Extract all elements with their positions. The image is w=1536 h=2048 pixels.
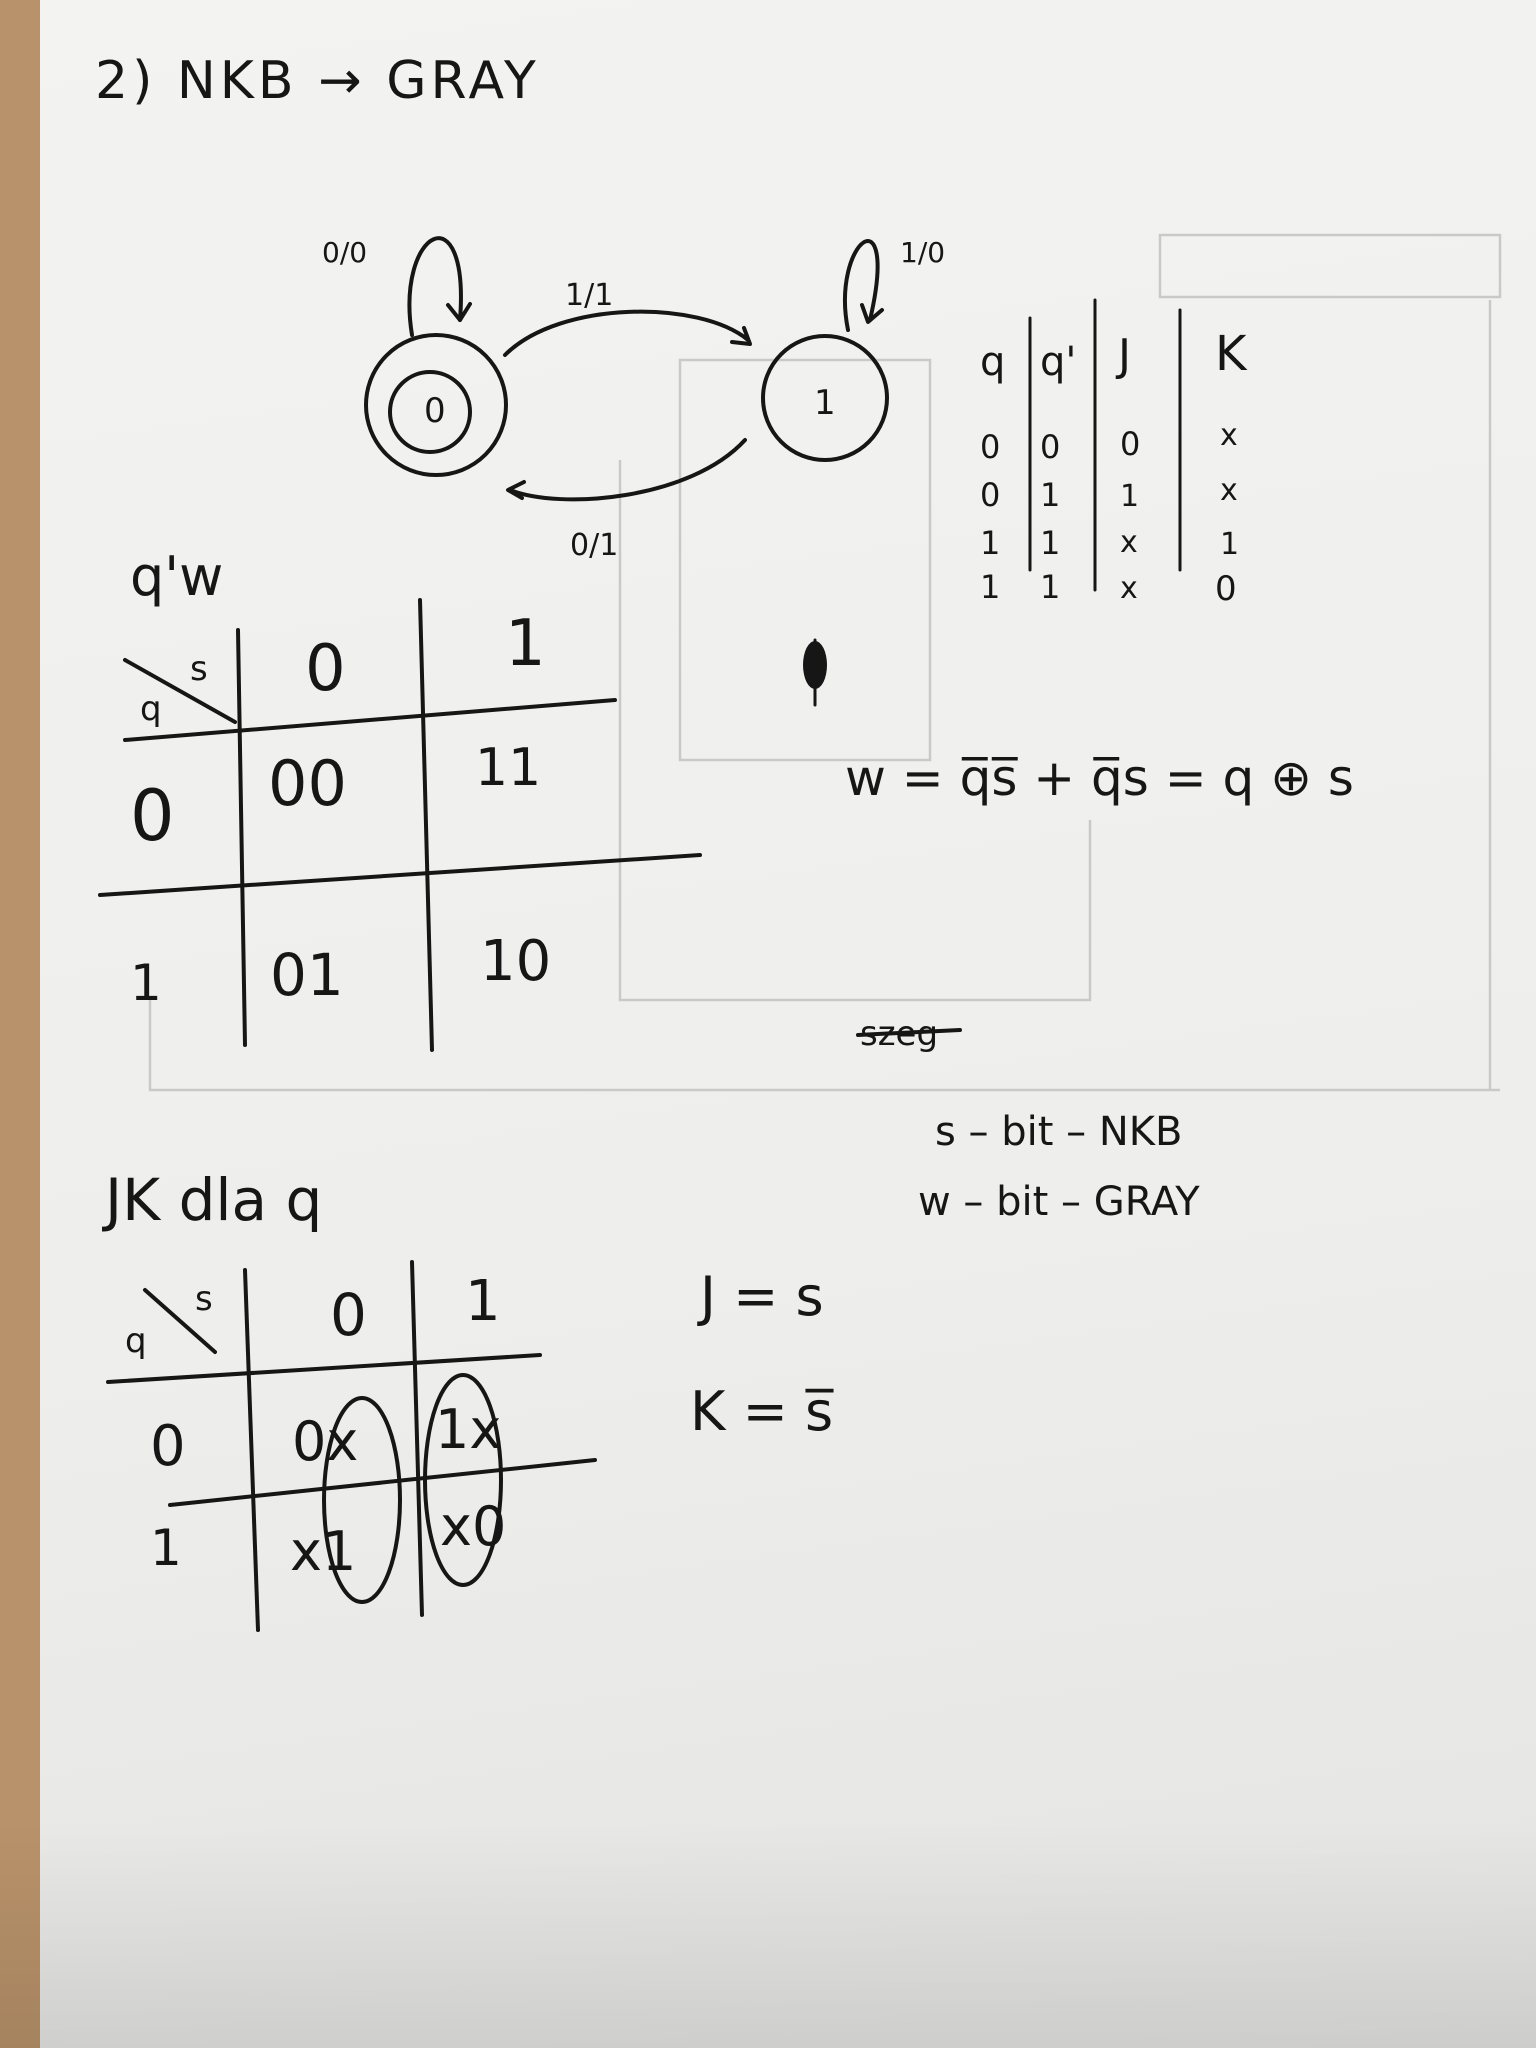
kmap-jk-group-loop-j: [322, 1396, 402, 1604]
kmap-qw-cell: 10: [480, 929, 551, 994]
kmap-jk-col-var: s: [195, 1279, 213, 1319]
kmap-jk-col-header: 0: [330, 1281, 367, 1349]
transition-0-to-1-label: 1/1: [565, 278, 613, 313]
equation-k: K = s̅: [690, 1380, 834, 1443]
self-loop-1-label: 1/0: [900, 236, 945, 269]
kmap-qw-col-var: s: [190, 649, 208, 689]
state-0-circle: [364, 333, 508, 477]
self-loop-0-label: 0/0: [322, 236, 367, 269]
table-cell: 0: [980, 476, 1000, 514]
table-cell: 1: [1040, 568, 1060, 606]
kmap-qw-cell: 11: [475, 738, 541, 798]
equation-j: J = s: [697, 1265, 824, 1328]
kmap-qw: q'w s q 0 1 0 1 00 11 01 10: [98, 545, 702, 1052]
kmap-jk-group-loop-k: [423, 1373, 503, 1587]
table-header-q: q: [980, 339, 1005, 385]
paper-sheet: [40, 0, 1536, 2048]
table-header-qp: q': [1040, 339, 1076, 385]
transition-1-to-0-label: 0/1: [570, 528, 618, 563]
table-cell: x: [1220, 418, 1238, 453]
kmap-jk-row-header: 0: [150, 1414, 186, 1479]
kmap-qw-row-var: q: [140, 689, 162, 729]
kmap-jk-label: JK dla q: [102, 1166, 322, 1234]
kmap-qw-cell: 01: [270, 941, 344, 1009]
kmap-jk-row-header: 1: [150, 1519, 182, 1577]
transition-1-to-0-arrowhead: [506, 480, 526, 500]
table-header-j: J: [1115, 330, 1131, 381]
state-1-circle: [761, 334, 889, 462]
kmap-jk-col-header: 1: [465, 1269, 501, 1334]
transition-1-to-0-arrow: [508, 438, 747, 502]
page-shadow: [0, 1820, 1536, 2048]
kmap-jk-row-var: q: [125, 1321, 147, 1361]
table-cell: 0: [980, 428, 1000, 466]
kmap-qw-col-header: 1: [505, 607, 546, 681]
table-cell: 1: [1220, 527, 1239, 562]
kmap-qw-label: q'w: [130, 545, 223, 608]
kmap-qw-diagonal: [123, 658, 237, 724]
table-cell: x: [1120, 525, 1138, 560]
self-loop-0-arrow: [407, 236, 463, 337]
state-0-label: 0: [424, 391, 446, 431]
table-cell: 1: [1040, 524, 1060, 562]
legend-strike-through: [856, 1028, 962, 1037]
kmap-jk-diagonal: [143, 1288, 217, 1354]
table-cell: 0: [1215, 569, 1237, 609]
kmap-qw-cell: 00: [268, 747, 347, 820]
table-cell: 0: [1120, 425, 1140, 463]
table-cell: 0: [1040, 428, 1060, 466]
table-cell: 1: [1120, 479, 1139, 514]
bleed-through-ghost: [148, 233, 1502, 1092]
kmap-jk: JK dla q s q 0 1 0 1 0x 1x x1 x0: [102, 1166, 597, 1632]
legend-w-line: w – bit – GRAY: [918, 1179, 1200, 1225]
table-cell: x: [1120, 571, 1138, 606]
equation-w: w = q̅s̅ + q̅s = q ⊕ s: [845, 749, 1354, 807]
state-0-inner-circle: [388, 370, 472, 454]
table-header-k: K: [1215, 326, 1248, 382]
kmap-qw-row-header: 1: [130, 954, 162, 1012]
table-cell: x: [1220, 473, 1238, 508]
table-cell: 1: [980, 524, 1000, 562]
page-title: 2) NKB → GRAY: [95, 51, 540, 111]
variable-legend: szeg s – bit – NKB w – bit – GRAY: [856, 1014, 1200, 1225]
table-cell: 1: [980, 568, 1000, 606]
self-loop-0-arrowhead: [446, 302, 472, 322]
kmap-qw-row-header: 0: [130, 775, 175, 857]
transition-0-to-1-arrowhead: [730, 326, 752, 346]
legend-s-line: s – bit – NKB: [935, 1109, 1182, 1155]
self-loop-1-arrowhead: [860, 303, 884, 324]
table-cell: 1: [1040, 476, 1060, 514]
state-diagram: 0 1 0/0 1/0 1/1 0/1: [322, 236, 945, 563]
jk-transition-table: q q' J K 0 0 0 x 0 1 1 x 1 1 x 1 1 1 x 0: [980, 298, 1248, 609]
kmap-jk-cell: x1: [290, 1520, 356, 1583]
self-loop-1-arrow: [843, 239, 880, 332]
state-1-label: 1: [814, 383, 836, 423]
kmap-qw-col-header: 0: [305, 632, 346, 706]
transition-0-to-1-arrow: [503, 309, 750, 357]
